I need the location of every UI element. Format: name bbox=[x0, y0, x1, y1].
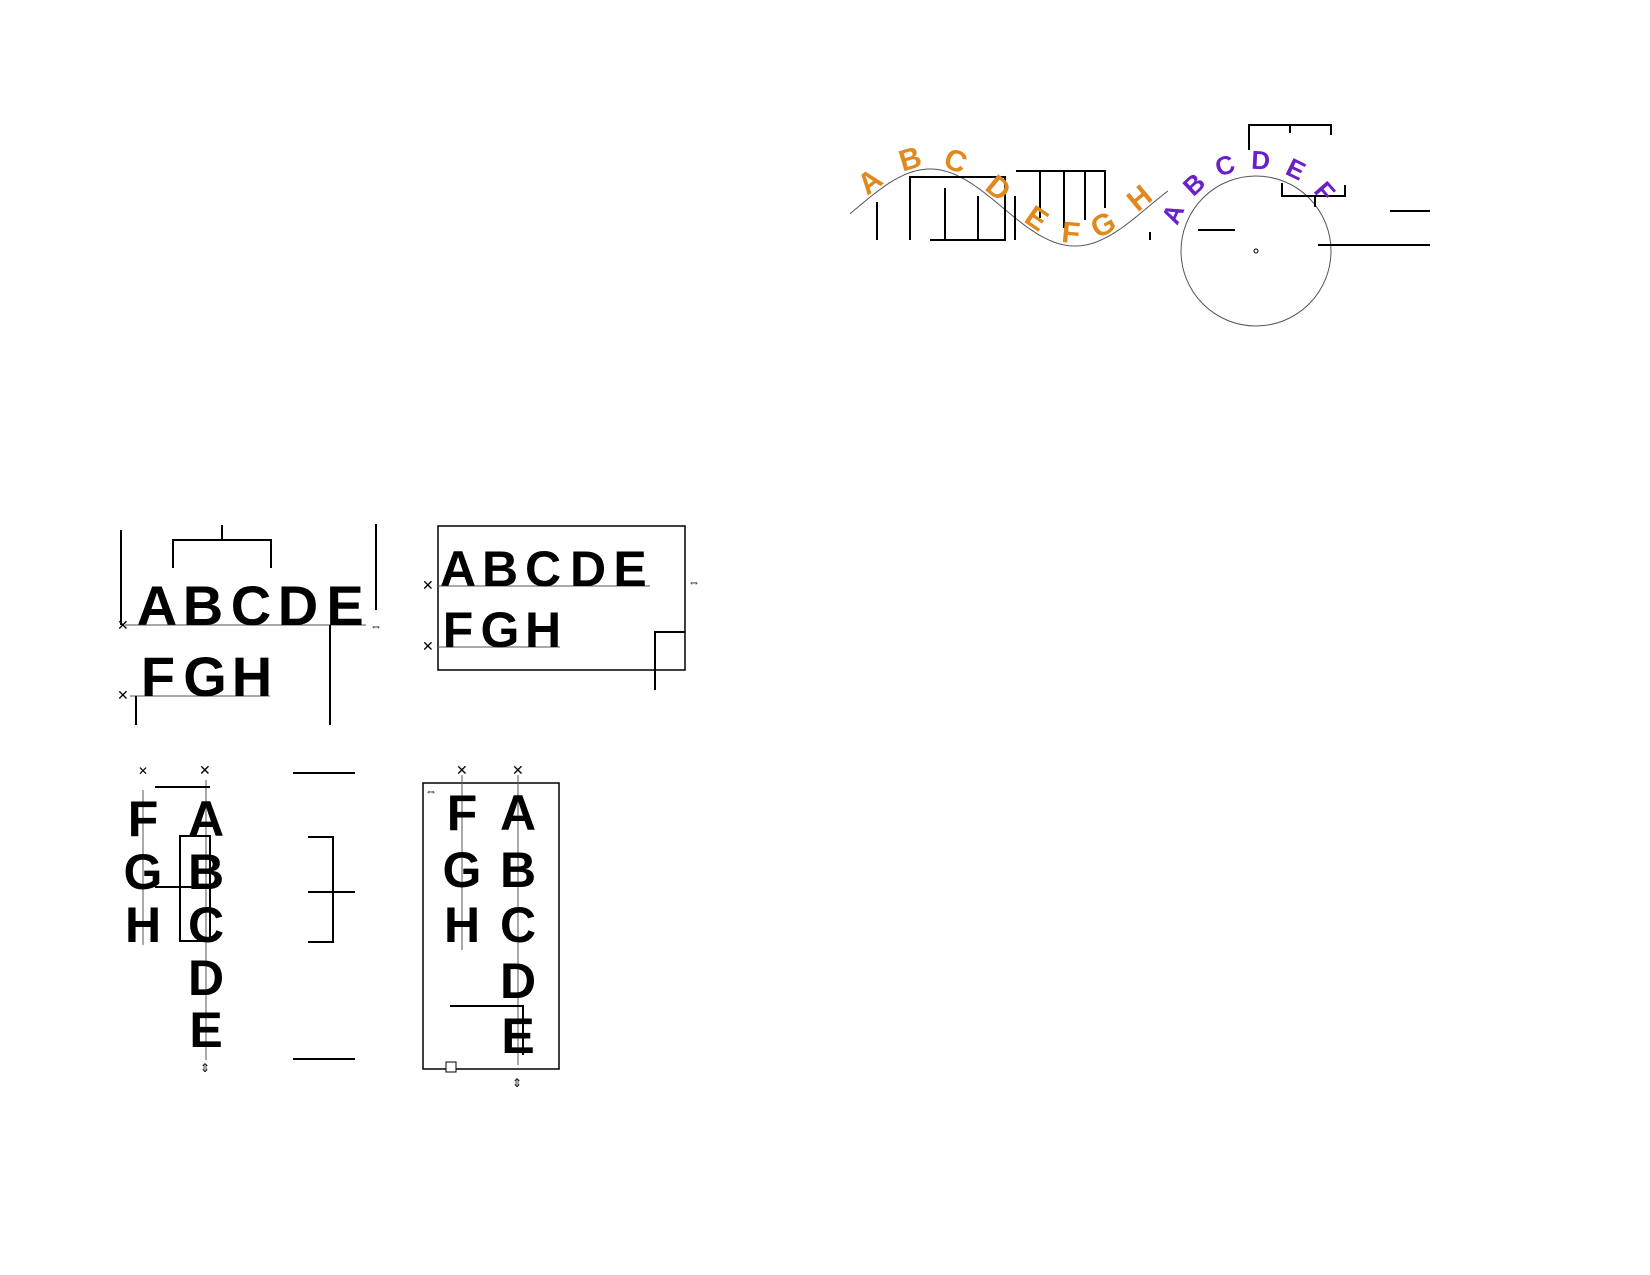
glyph-e: E bbox=[189, 1002, 222, 1058]
glyph-a: A bbox=[188, 791, 224, 847]
spacing-bracket bbox=[308, 836, 355, 943]
selection-rect bbox=[179, 835, 211, 942]
glyph-f: F bbox=[443, 602, 474, 658]
glyph-a: A bbox=[440, 541, 476, 597]
anchor-x-icon[interactable]: ✕ bbox=[422, 579, 434, 594]
overflow-handle-icon[interactable]: ⇔ bbox=[370, 619, 382, 633]
vertical-text-frame[interactable]: ✕ ✕ ⇕ bbox=[138, 764, 355, 1075]
circle-path bbox=[1180, 175, 1332, 327]
glyph-d: D bbox=[570, 541, 606, 597]
glyph-g: G bbox=[124, 844, 163, 900]
glyph-f: F bbox=[141, 645, 175, 708]
glyph-e: E bbox=[1281, 152, 1310, 187]
glyph-b: B bbox=[895, 141, 925, 179]
anchor-x-icon[interactable]: ✕ bbox=[138, 764, 148, 778]
spacing-guides bbox=[1014, 170, 1106, 240]
anchor-x-icon[interactable]: ✕ bbox=[456, 764, 468, 779]
glyph-d: D bbox=[278, 574, 318, 637]
glyph-c: C bbox=[525, 541, 561, 597]
glyph-f: F bbox=[447, 785, 478, 841]
glyph-h: H bbox=[125, 897, 161, 953]
glyph-c: C bbox=[231, 574, 271, 637]
anchor-x-icon[interactable]: ✕ bbox=[422, 640, 434, 655]
spacing-bracket bbox=[1248, 124, 1332, 150]
spacing-guides bbox=[876, 176, 1006, 241]
boxed-vertical-text-frame[interactable]: ✕ ✕ ⇔ ⇕ bbox=[422, 764, 560, 1090]
glyph-c: C bbox=[939, 142, 971, 181]
glyph-h: H bbox=[444, 897, 480, 953]
glyph-f: F bbox=[1060, 216, 1081, 251]
glyph-b: B bbox=[500, 842, 536, 898]
anchor-x-icon[interactable]: ✕ bbox=[117, 689, 129, 704]
wave-path-text[interactable] bbox=[849, 168, 1169, 247]
spacing-bracket bbox=[1281, 183, 1346, 207]
overflow-handle-icon[interactable]: ⇔ bbox=[688, 575, 700, 589]
glyph-e: E bbox=[326, 574, 363, 637]
glyph-d: D bbox=[979, 169, 1017, 208]
glyph-b: B bbox=[482, 541, 518, 597]
spacing-bracket bbox=[172, 525, 272, 568]
glyph-g: G bbox=[1085, 205, 1121, 245]
glyph-f: F bbox=[128, 791, 159, 847]
text-frame-box bbox=[422, 782, 560, 1070]
glyph-e: E bbox=[501, 1008, 534, 1064]
glyph-a: A bbox=[1155, 199, 1190, 229]
glyph-b: B bbox=[183, 574, 223, 637]
glyph-c: C bbox=[188, 897, 224, 953]
overflow-handle-icon[interactable]: ⇕ bbox=[512, 1076, 522, 1090]
glyph-a: A bbox=[137, 574, 177, 637]
glyph-d: D bbox=[188, 950, 224, 1006]
glyph-d: D bbox=[1251, 145, 1271, 176]
anchor-x-icon[interactable]: ✕ bbox=[117, 619, 129, 634]
glyph-b: B bbox=[1177, 167, 1211, 202]
wave-path bbox=[849, 168, 1169, 247]
glyph-c: C bbox=[500, 897, 536, 953]
resize-handle[interactable] bbox=[445, 1061, 457, 1073]
glyph-a: A bbox=[852, 162, 889, 201]
anchor-x-icon[interactable]: ✕ bbox=[199, 764, 211, 779]
center-handle[interactable] bbox=[1253, 248, 1259, 254]
overflow-handle-icon[interactable]: ⇔ bbox=[425, 784, 437, 798]
glyph-g: G bbox=[183, 645, 227, 708]
glyph-e: E bbox=[613, 541, 646, 597]
glyph-h: H bbox=[525, 602, 561, 658]
guide-line bbox=[450, 1005, 524, 1055]
circle-path-text[interactable] bbox=[1180, 124, 1430, 327]
text-frame-box bbox=[437, 525, 686, 671]
horizontal-text-frame[interactable]: ✕ ✕ ⇔ bbox=[117, 524, 382, 725]
glyph-c: C bbox=[1211, 148, 1239, 183]
glyph-g: G bbox=[443, 842, 482, 898]
glyph-b: B bbox=[188, 844, 224, 900]
glyph-e: E bbox=[1019, 200, 1054, 239]
guide-line bbox=[654, 631, 685, 690]
glyph-d: D bbox=[500, 953, 536, 1009]
glyph-h: H bbox=[1121, 179, 1159, 218]
glyph-h: H bbox=[232, 645, 272, 708]
anchor-x-icon[interactable]: ✕ bbox=[512, 764, 524, 779]
overflow-handle-icon[interactable]: ⇕ bbox=[200, 1061, 210, 1075]
boxed-horizontal-text-frame[interactable]: ✕ ✕ ⇔ bbox=[422, 525, 700, 690]
glyph-a: A bbox=[500, 785, 536, 841]
glyph-g: G bbox=[481, 602, 520, 658]
